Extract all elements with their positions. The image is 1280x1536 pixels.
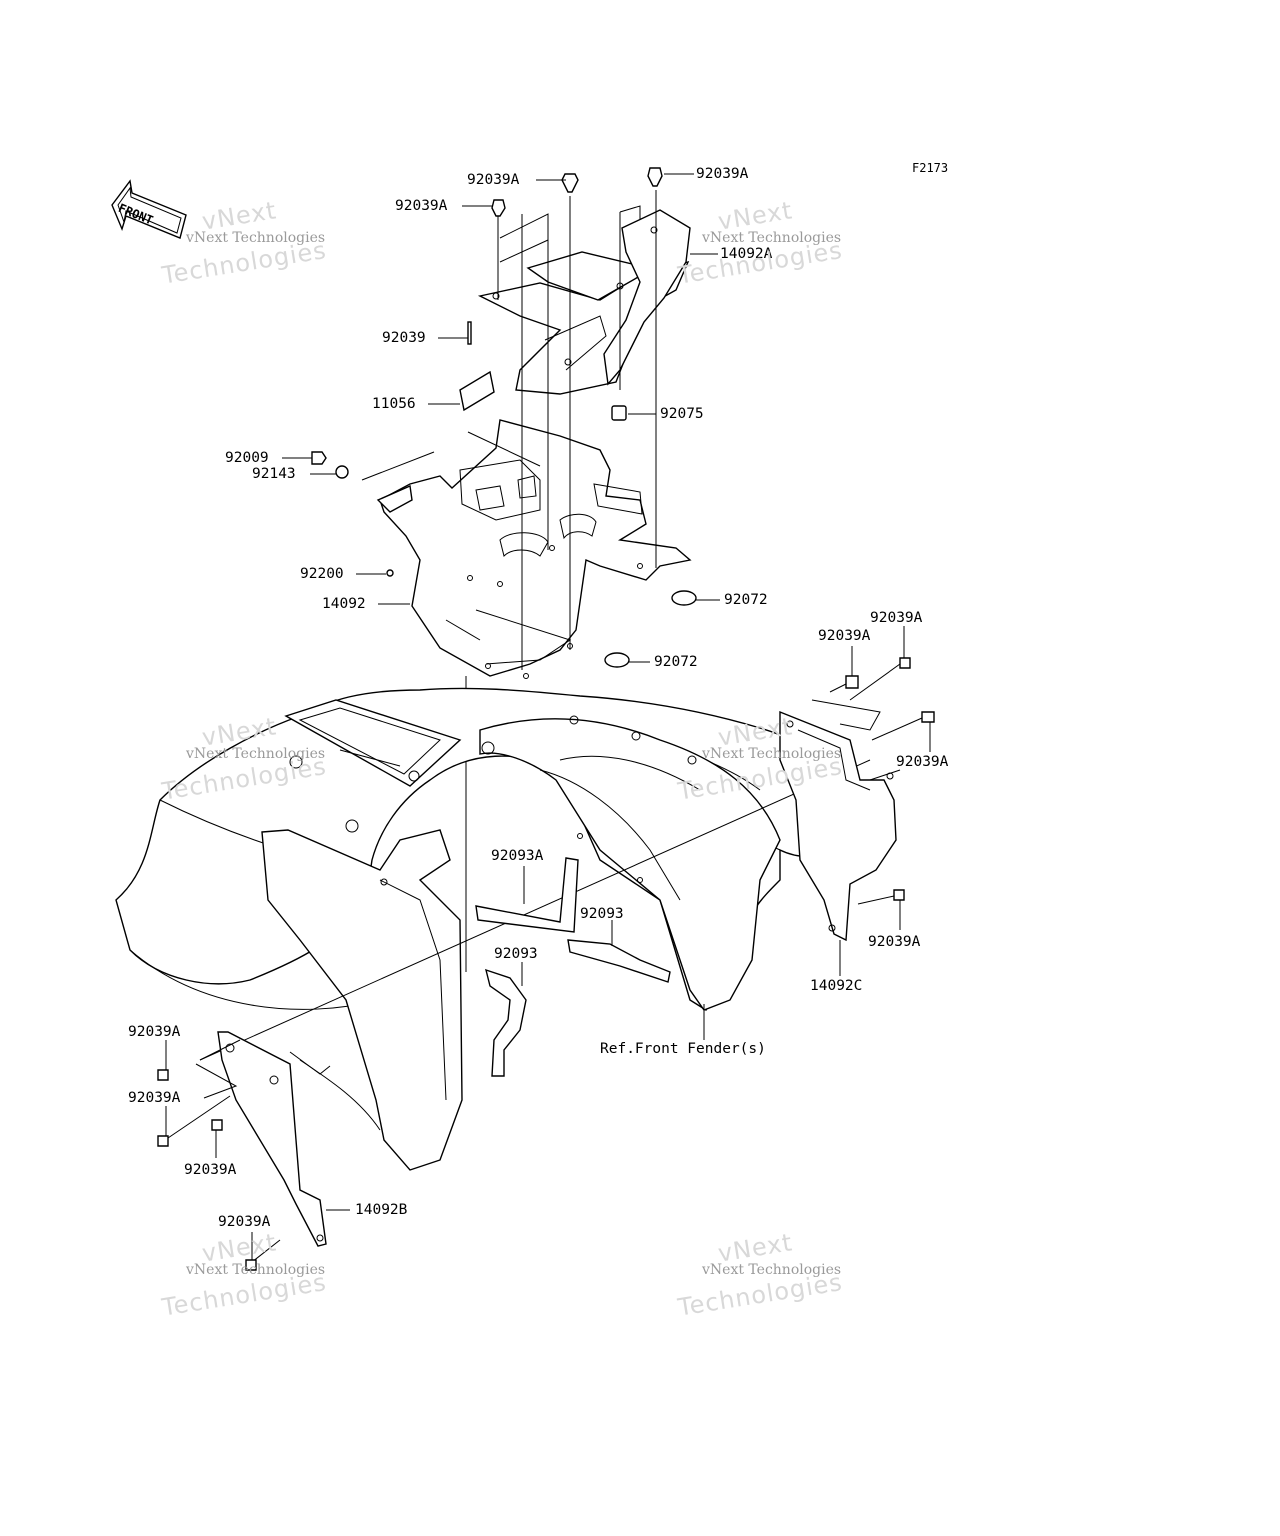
label-leader-lines	[165, 173, 931, 1260]
hardware-parts	[311, 167, 697, 668]
reference-note: Ref.Front Fender(s)	[600, 1041, 766, 1057]
figure-code: F2173	[912, 161, 949, 175]
part-label-92093-upper: 92093	[580, 906, 624, 922]
rear-fender-drawing	[115, 687, 901, 1171]
part-label-92039a-left-4: 92039A	[218, 1214, 271, 1230]
side-cover-14092b-drawing	[157, 1031, 327, 1271]
part-label-14092: 14092	[322, 596, 366, 612]
part-label-92039a-right-4: 92039A	[868, 934, 921, 950]
part-label-92039a-left-1: 92039A	[128, 1024, 181, 1040]
part-label-11056: 11056	[372, 396, 416, 412]
part-label-92039a-top-left: 92039A	[395, 198, 448, 214]
part-label-92009: 92009	[225, 450, 269, 466]
band-92072-a	[671, 590, 697, 606]
part-label-92039a-left-2: 92039A	[128, 1090, 181, 1106]
part-label-92093-lower: 92093	[494, 946, 538, 962]
part-label-92039a-top-right: 92039A	[696, 166, 749, 182]
clip-92039a-c	[491, 199, 506, 217]
battery-case-drawing	[376, 419, 692, 679]
part-label-92039a-left-3: 92039A	[184, 1162, 237, 1178]
part-label-92072-upper: 92072	[724, 592, 768, 608]
part-label-92200: 92200	[300, 566, 344, 582]
part-label-92075: 92075	[660, 406, 704, 422]
part-label-92093a: 92093A	[491, 848, 544, 864]
upper-leader-lines	[361, 190, 657, 972]
clip-92039a-b	[647, 167, 663, 187]
part-label-92039: 92039	[382, 330, 426, 346]
band-92072-b	[604, 652, 630, 668]
nut-92200	[386, 569, 394, 577]
clip-92039a-a	[561, 173, 579, 193]
part-label-92039a-right-1: 92039A	[870, 610, 923, 626]
part-label-92039a-top-center: 92039A	[467, 172, 520, 188]
part-label-92039a-right-3: 92039A	[896, 754, 949, 770]
pin-92039	[467, 321, 472, 345]
part-label-14092c: 14092C	[810, 978, 863, 994]
part-label-14092a: 14092A	[720, 246, 773, 262]
part-label-92143: 92143	[252, 466, 296, 482]
upper-bracket-drawing	[477, 209, 691, 395]
part-label-92072-lower: 92072	[654, 654, 698, 670]
part-label-92039a-right-2: 92039A	[818, 628, 871, 644]
collar-92143	[335, 465, 349, 479]
plate-11056	[459, 370, 495, 412]
side-cover-14092c-drawing	[779, 657, 935, 942]
part-label-14092b: 14092B	[355, 1202, 408, 1218]
bolt-92009	[311, 451, 327, 465]
damper-92075	[611, 405, 627, 421]
trim-pieces-drawing	[475, 857, 671, 1077]
front-arrow-icon	[111, 179, 187, 239]
